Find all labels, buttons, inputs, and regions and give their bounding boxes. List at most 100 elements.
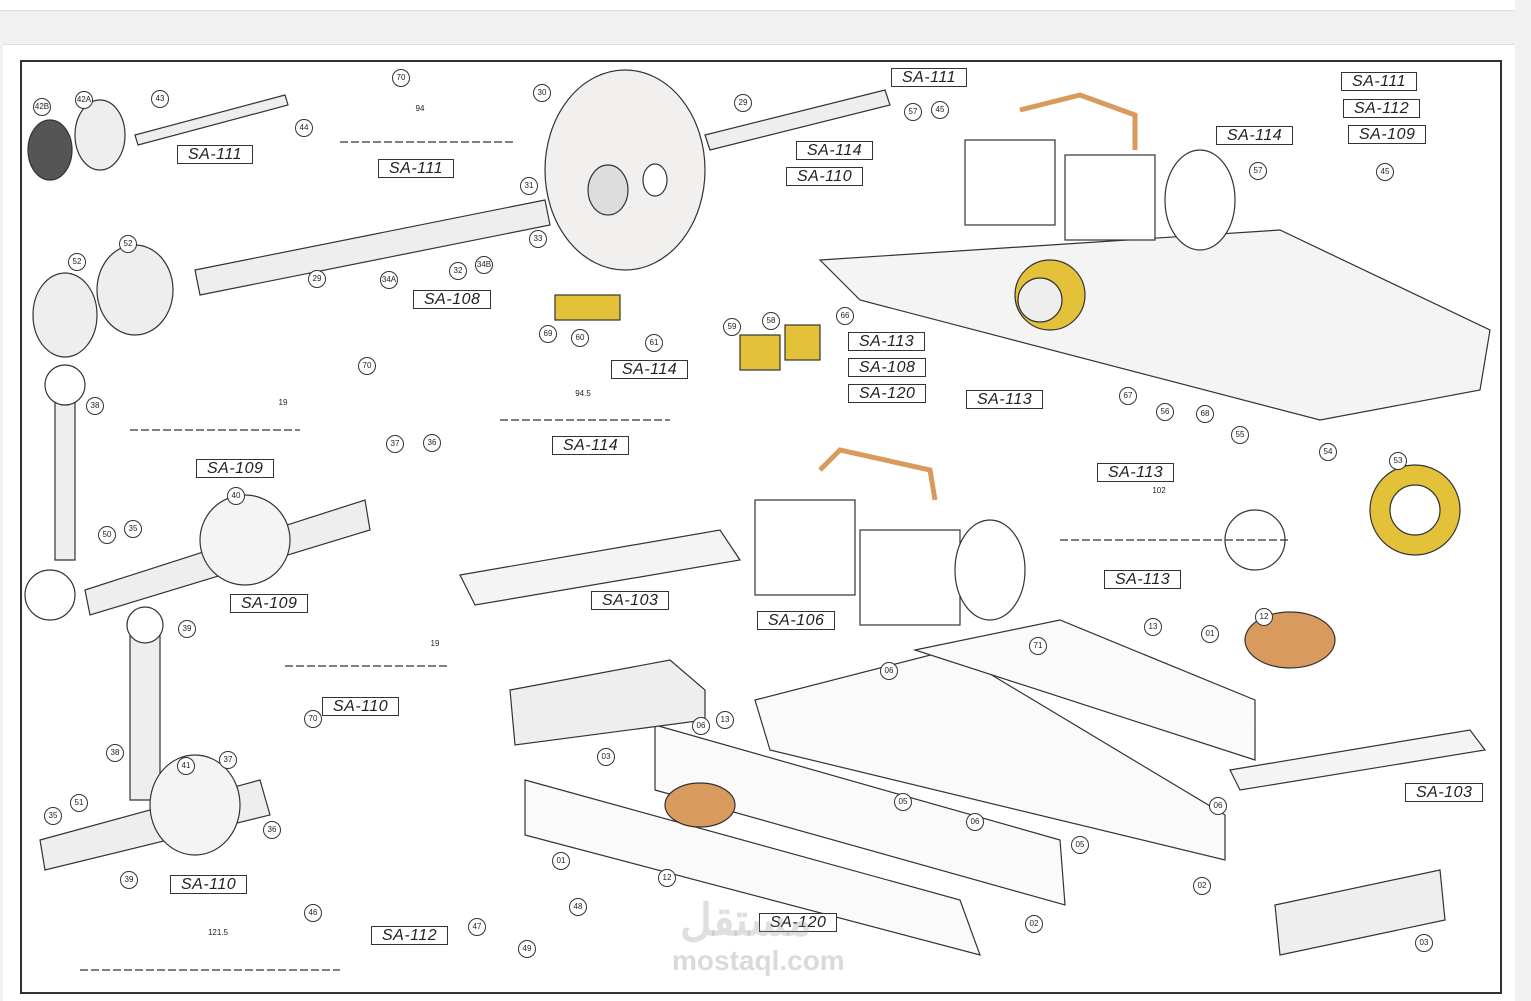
part-number-balloon: 60	[571, 329, 589, 347]
watermark-arabic: مستقل	[680, 896, 812, 945]
part-number-balloon: 70	[304, 710, 322, 728]
assembly-label: SA-110	[170, 875, 248, 894]
part-number-balloon: 13	[1144, 618, 1162, 636]
flywheel-part	[544, 69, 706, 271]
assembly-label: SA-110	[786, 167, 864, 186]
part-number-balloon: 40	[227, 487, 245, 505]
part-number-balloon: 52	[68, 253, 86, 271]
assembly-label: SA-112	[371, 926, 449, 945]
assembly-label: SA-111	[177, 145, 253, 164]
part-number-balloon: 01	[552, 852, 570, 870]
dimension-value: 19	[278, 398, 288, 407]
part-number-balloon: 61	[645, 334, 663, 352]
part-number-balloon: 56	[1156, 403, 1174, 421]
part-number-balloon: 69	[539, 325, 557, 343]
part-number-balloon: 37	[386, 435, 404, 453]
part-number-balloon: 30	[533, 84, 551, 102]
assembly-label: SA-103	[591, 591, 670, 610]
assembly-label: SA-108	[413, 290, 492, 309]
part-number-balloon: 67	[1119, 387, 1137, 405]
part-number-balloon: 37	[219, 751, 237, 769]
part-number-balloon: 35	[124, 520, 142, 538]
part-number-balloon: 55	[1231, 426, 1249, 444]
assembly-label: SA-113	[848, 332, 926, 351]
yoke-part	[554, 294, 621, 321]
part-number-balloon: 39	[178, 620, 196, 638]
dimension-value: 102	[1152, 486, 1166, 495]
bushing-part	[664, 782, 736, 828]
part-number-balloon: 06	[880, 662, 898, 680]
assembly-label: SA-120	[848, 384, 927, 403]
assembly-label: SA-111	[1341, 72, 1417, 91]
part-number-balloon: 45	[931, 101, 949, 119]
assembly-label: SA-114	[611, 360, 689, 379]
part-number-balloon: 38	[86, 397, 104, 415]
part-number-balloon: 31	[520, 177, 538, 195]
part-number-balloon: 13	[716, 711, 734, 729]
part-number-balloon: 29	[308, 270, 326, 288]
assembly-label: SA-114	[552, 436, 630, 455]
part-number-balloon: 33	[529, 230, 547, 248]
part-number-balloon: 29	[734, 94, 752, 112]
assembly-label: SA-111	[891, 68, 967, 87]
assembly-label: SA-114	[796, 141, 874, 160]
assembly-label: SA-109	[1348, 125, 1427, 144]
frame-plate-part	[524, 779, 981, 956]
part-number-balloon: 53	[1389, 452, 1407, 470]
engine-assembly-middle	[459, 529, 742, 606]
part-number-balloon: 34B	[475, 256, 493, 274]
part-number-balloon: 01	[1201, 625, 1219, 643]
part-number-balloon: 05	[1071, 836, 1089, 854]
part-number-balloon: 49	[518, 940, 536, 958]
part-number-balloon: 42A	[75, 91, 93, 109]
watermark-latin: mostaql.com	[672, 945, 845, 976]
part-number-balloon: 68	[1196, 405, 1214, 423]
dimension-value: 94	[415, 104, 425, 113]
part-number-balloon: 06	[966, 813, 984, 831]
part-number-balloon: 43	[151, 90, 169, 108]
part-number-balloon: 58	[762, 312, 780, 330]
part-number-balloon: 38	[106, 744, 124, 762]
assembly-label: SA-113	[1104, 570, 1182, 589]
part-number-balloon: 46	[304, 904, 322, 922]
engine-assembly-top	[818, 229, 1491, 421]
part-number-balloon: 71	[1029, 637, 1047, 655]
part-number-balloon: 47	[468, 918, 486, 936]
part-number-balloon: 66	[836, 307, 854, 325]
part-number-balloon: 03	[597, 748, 615, 766]
assembly-label: SA-106	[757, 611, 836, 630]
assembly-label: SA-109	[196, 459, 275, 478]
assembly-label: SA-103	[1405, 783, 1484, 802]
part-number-balloon: 51	[70, 794, 88, 812]
part-number-balloon: 05	[894, 793, 912, 811]
pulley-part	[32, 272, 98, 358]
part-number-balloon: 54	[1319, 443, 1337, 461]
part-number-balloon: 59	[723, 318, 741, 336]
page-top-bar	[0, 0, 1515, 11]
part-number-balloon: 36	[423, 434, 441, 452]
part-number-balloon: 57	[904, 103, 922, 121]
part-number-balloon: 44	[295, 119, 313, 137]
part-number-balloon: 42B	[33, 98, 51, 116]
part-number-balloon: 41	[177, 757, 195, 775]
assembly-label: SA-109	[230, 594, 309, 613]
part-number-balloon: 50	[98, 526, 116, 544]
part-number-balloon: 39	[120, 871, 138, 889]
part-number-balloon: 12	[1255, 608, 1273, 626]
assembly-label: SA-113	[1097, 463, 1175, 482]
part-number-balloon: 02	[1193, 877, 1211, 895]
part-number-balloon: 45	[1376, 163, 1394, 181]
part-number-balloon: 52	[119, 235, 137, 253]
assembly-label: SA-113	[966, 390, 1044, 409]
assembly-label: SA-111	[378, 159, 454, 178]
part-number-balloon: 03	[1415, 934, 1433, 952]
part-number-balloon: 02	[1025, 915, 1043, 933]
assembly-label: SA-108	[848, 358, 927, 377]
connecting-rod-part	[54, 389, 76, 561]
part-number-balloon: 70	[392, 69, 410, 87]
shaft-part	[704, 89, 891, 151]
dimension-value: 121.5	[207, 928, 229, 937]
dimension-value: 19	[430, 639, 440, 648]
assembly-label: SA-114	[1216, 126, 1294, 145]
